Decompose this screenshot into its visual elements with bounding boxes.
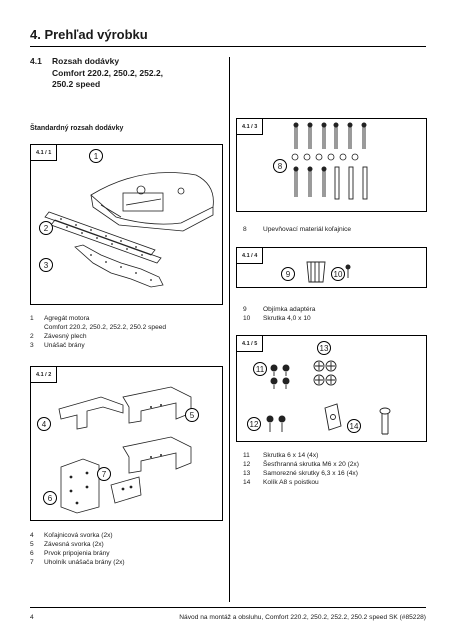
legend-text: Uholník unášača brány (2x)	[44, 559, 125, 566]
screws-and-pin-illustration	[266, 360, 391, 435]
callout-3: 3	[39, 258, 53, 272]
legend-text: Závesná svorka (2x)	[44, 541, 104, 548]
section-title-line: 250.2 speed	[52, 79, 101, 89]
legend-text: Skrutka 4,0 x 10	[263, 315, 311, 322]
section-number: 4.1	[30, 56, 42, 66]
legend-number	[30, 323, 44, 332]
callout-4: 4	[37, 417, 51, 431]
callout-2: 2	[39, 221, 53, 235]
legend-number: 5	[30, 541, 34, 548]
figure-tag: 4.1 / 1	[31, 145, 58, 161]
legend-text: Upevňovací materiál koľajnice	[263, 226, 352, 233]
legend-row: 3 Unášač brány	[30, 341, 223, 350]
figure-tag: 4.1 / 3	[237, 119, 264, 135]
legend-number: 7	[30, 559, 34, 566]
legend-text: Skrutka 6 x 14 (4x)	[263, 452, 319, 459]
legend-number: 14	[243, 479, 251, 486]
legend-number: 4	[30, 532, 34, 539]
callout-9: 9	[281, 267, 295, 281]
page-number: 4	[30, 614, 34, 621]
legend-row: 9 Objímka adaptéra	[243, 305, 428, 314]
callout-12: 12	[247, 417, 261, 431]
legend-row: 7 Uholník unášača brány (2x)	[30, 558, 223, 567]
legend-text: Šesťhranná skrutka M6 x 20 (2x)	[263, 461, 359, 468]
figure-tag: 4.1 / 5	[237, 336, 264, 352]
figure-4-1-5: 4.1 / 5 11 13 12 14	[236, 335, 427, 442]
subheading: Štandardný rozsah dodávky	[30, 125, 124, 132]
legend-text: Samorezné skrutky 6,3 x 16 (4x)	[263, 470, 358, 477]
legend-row: 11 Skrutka 6 x 14 (4x)	[243, 451, 428, 460]
callout-8: 8	[273, 159, 287, 173]
legend-row: 13 Samorezné skrutky 6,3 x 16 (4x)	[243, 469, 428, 478]
callout-11: 11	[253, 362, 267, 376]
rail-fixing-material-illustration	[291, 122, 368, 200]
brackets-illustration	[58, 386, 192, 514]
legend-text: Objímka adaptéra	[263, 306, 316, 313]
legend-figure-3: 8 Upevňovací materiál koľajnice	[243, 225, 428, 234]
legend-text: Závesný plech	[44, 333, 87, 340]
figure-4-1-1: 4.1 / 1 1 2 3	[30, 144, 223, 305]
legend-number: 6	[30, 550, 34, 557]
legend-text: Comfort 220.2, 250.2, 252.2, 250.2 speed	[44, 324, 167, 331]
legend-row: 2 Závesný plech	[30, 332, 223, 341]
column-divider	[229, 57, 230, 602]
adapter-and-screw-illustration	[306, 261, 351, 283]
legend-figure-5: 11 Skrutka 6 x 14 (4x) 12 Šesťhranná skrut…	[243, 451, 428, 487]
legend-figure-4: 9 Objímka adaptéra 10 Skrutka 4,0 x 10	[243, 305, 428, 323]
legend-row: 10 Skrutka 4,0 x 10	[243, 314, 428, 323]
callout-13: 13	[317, 341, 331, 355]
legend-row: 5 Závesná svorka (2x)	[30, 540, 223, 549]
legend-row: 12 Šesťhranná skrutka M6 x 20 (2x)	[243, 460, 428, 469]
page-title: 4. Prehľad výrobku	[30, 27, 148, 42]
footer-rule	[30, 607, 426, 608]
legend-text: Koľajnicová svorka (2x)	[44, 532, 113, 539]
figure-4-1-4: 4.1 / 4 9 10	[236, 247, 427, 288]
section-title-line: Comfort 220.2, 250.2, 252.2,	[52, 67, 164, 78]
legend-number: 1	[30, 315, 34, 322]
legend-row: 14 Kolík A8 s poistkou	[243, 478, 428, 487]
figure-tag: 4.1 / 4	[237, 248, 264, 264]
legend-number: 8	[243, 226, 247, 233]
motor-unit-illustration	[44, 172, 214, 288]
figure-4-1-3: 4.1 / 3 8	[236, 118, 427, 212]
callout-7: 7	[97, 467, 111, 481]
legend-number: 12	[243, 461, 251, 468]
callout-14: 14	[347, 419, 361, 433]
section-title: Rozsah dodávky Comfort 220.2, 250.2, 252…	[52, 56, 212, 91]
callout-1: 1	[89, 149, 103, 163]
figure-tag: 4.1 / 2	[31, 367, 58, 383]
callout-5: 5	[185, 408, 199, 422]
footer-text: Návod na montáž a obsluhu, Comfort 220.2…	[179, 614, 426, 621]
legend-number: 11	[243, 452, 250, 459]
section-title-line: Rozsah dodávky	[52, 56, 120, 66]
legend-text: Kolík A8 s poistkou	[263, 479, 319, 486]
legend-text: Agregát motora	[44, 315, 90, 322]
header-rule	[30, 46, 426, 47]
legend-number: 2	[30, 333, 34, 340]
legend-row: 1 Agregát motora	[30, 314, 223, 323]
legend-number: 10	[243, 315, 251, 322]
callout-10: 10	[331, 267, 345, 281]
legend-row: Comfort 220.2, 250.2, 252.2, 250.2 speed	[30, 323, 223, 332]
legend-number: 9	[243, 306, 247, 313]
legend-text: Prvok pripojenia brány	[44, 550, 110, 557]
legend-figure-1: 1 Agregát motora Comfort 220.2, 250.2, 25…	[30, 314, 223, 350]
legend-figure-2: 4 Koľajnicová svorka (2x) 5 Závesná svorka…	[30, 531, 223, 567]
legend-number: 3	[30, 342, 34, 349]
figure-4-1-2: 4.1 / 2 4 5 6 7	[30, 366, 223, 521]
legend-row: 4 Koľajnicová svorka (2x)	[30, 531, 223, 540]
legend-row: 6 Prvok pripojenia brány	[30, 549, 223, 558]
legend-row: 8 Upevňovací materiál koľajnice	[243, 225, 428, 234]
callout-6: 6	[43, 491, 57, 505]
legend-number: 13	[243, 470, 251, 477]
legend-text: Unášač brány	[44, 342, 85, 349]
